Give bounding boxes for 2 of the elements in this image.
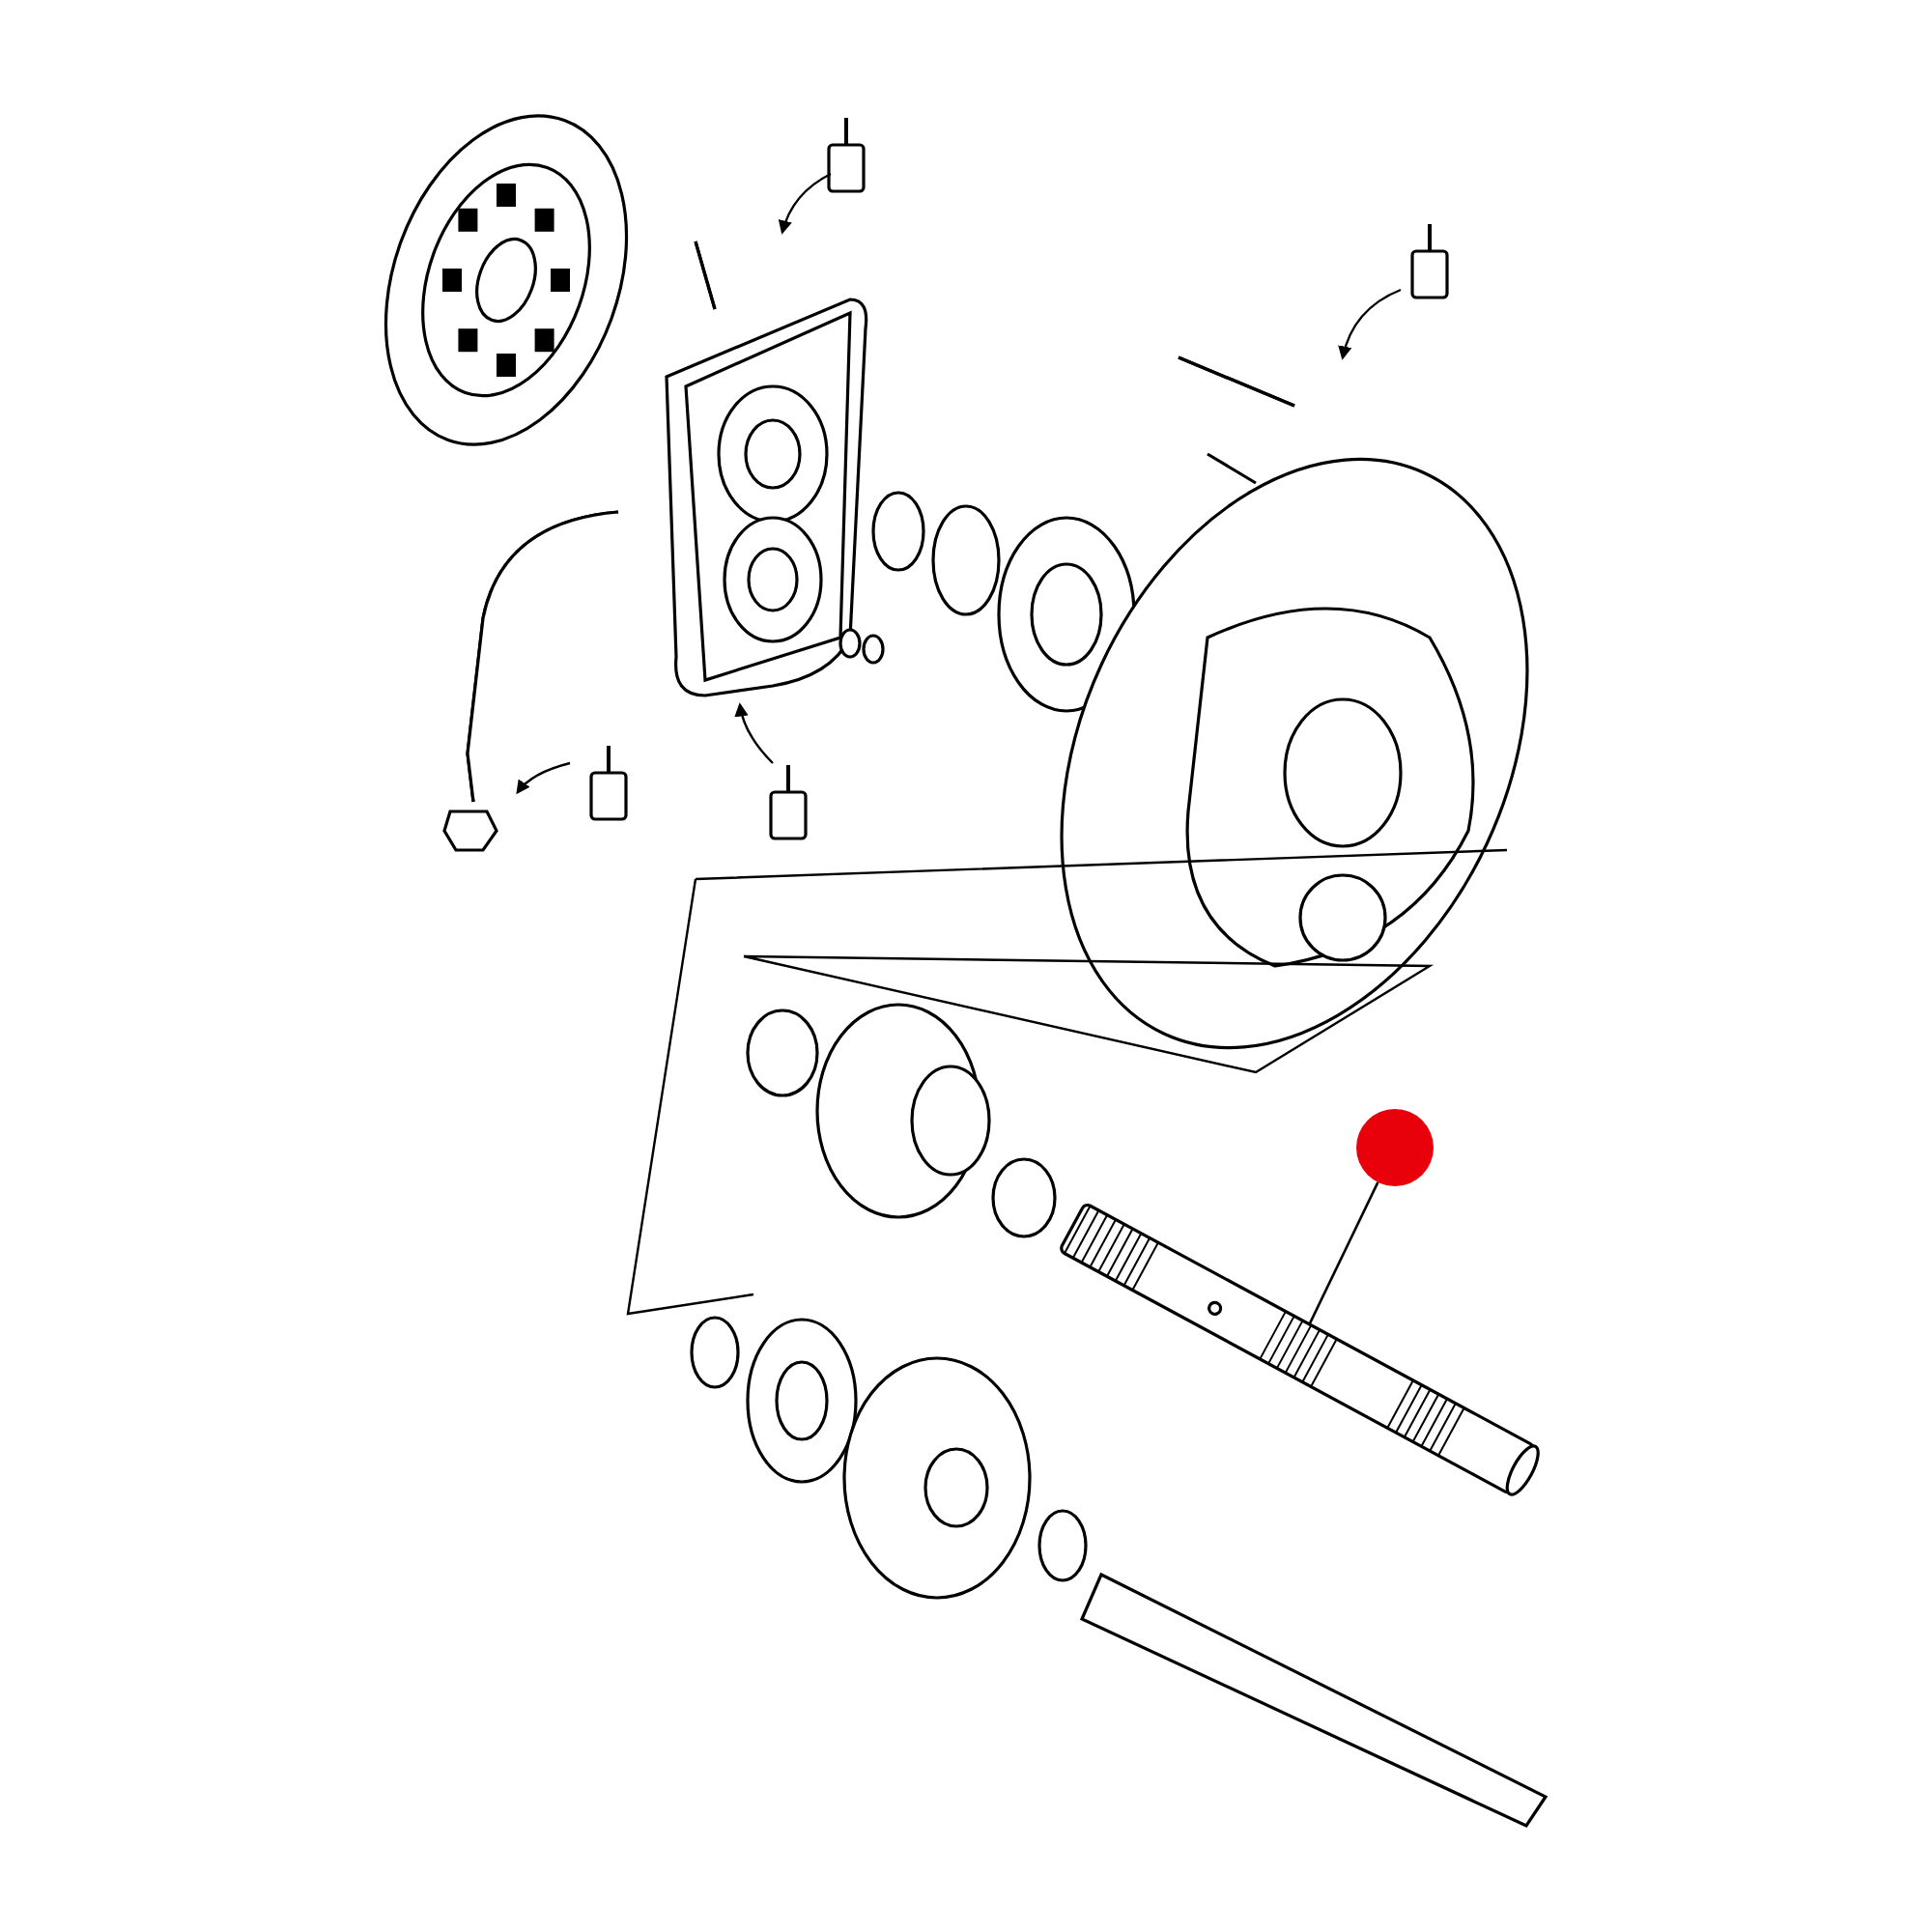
leader-line (1308, 1181, 1379, 1325)
callout-dot (1356, 1109, 1434, 1186)
